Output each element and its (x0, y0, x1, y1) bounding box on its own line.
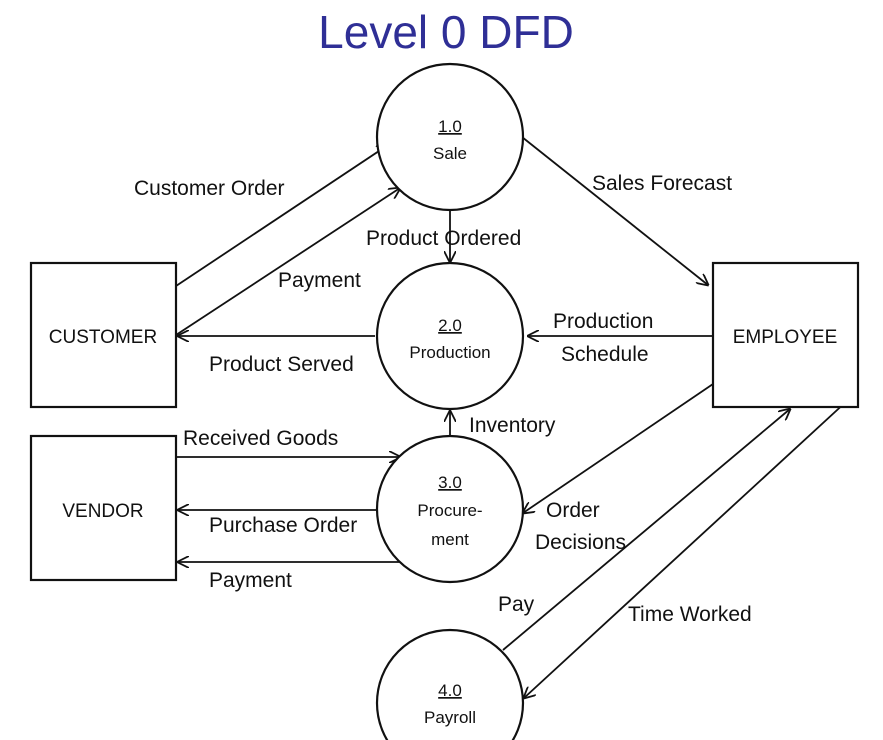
entity-employee-box (711, 261, 860, 409)
entity-vendor: VENDOR (29, 434, 178, 582)
flow-label-production-schedule-line1: Production (553, 310, 653, 333)
entity-customer-box (29, 261, 178, 409)
diagram-title: Level 0 DFD (318, 6, 574, 58)
process-sale-circle (375, 62, 525, 212)
process-production-name: Production (409, 343, 490, 362)
process-sale-number: 1.0 (438, 117, 462, 136)
flow-label-sales-forecast: Sales Forecast (592, 172, 732, 195)
entity-customer-label: CUSTOMER (49, 327, 157, 348)
flow-label-received-goods: Received Goods (183, 427, 338, 450)
flow-label-purchase-order: Purchase Order (209, 514, 357, 537)
flow-label-order-decisions-line1: Order (546, 499, 600, 522)
entity-customer: CUSTOMER (29, 261, 178, 409)
process-sale-name: Sale (433, 144, 467, 163)
entity-vendor-box (29, 434, 178, 582)
flow-label-inventory: Inventory (469, 414, 556, 437)
process-sale: 1.0 Sale (375, 62, 525, 212)
flow-label-production-schedule-line2: Schedule (561, 343, 649, 366)
flow-payment-customer-line (175, 188, 400, 336)
flow-time-worked-line (524, 399, 849, 698)
process-production-circle (375, 261, 525, 411)
flow-label-order-decisions-line2: Decisions (535, 531, 626, 554)
process-production-number: 2.0 (438, 316, 462, 335)
flow-customer-order-line (175, 145, 388, 287)
process-payroll: 4.0 Payroll (375, 628, 525, 740)
flow-label-product-served: Product Served (209, 353, 354, 376)
process-procurement-circle (375, 434, 525, 584)
entity-vendor-label: VENDOR (62, 501, 143, 522)
entity-employee-label: EMPLOYEE (733, 327, 838, 348)
flow-label-time-worked: Time Worked (628, 603, 752, 626)
flow-label-payment-customer: Payment (278, 269, 361, 292)
process-procurement: 3.0 Procure- ment (375, 434, 525, 584)
flow-label-customer-order: Customer Order (134, 177, 285, 200)
process-production: 2.0 Production (375, 261, 525, 411)
process-payroll-number: 4.0 (438, 681, 462, 700)
flow-label-product-ordered: Product Ordered (366, 227, 521, 250)
process-procurement-number: 3.0 (438, 473, 462, 492)
flow-label-payment-vendor: Payment (209, 569, 292, 592)
process-procurement-name-line2: ment (431, 530, 469, 549)
process-payroll-circle (375, 628, 525, 740)
process-payroll-name: Payroll (424, 708, 476, 727)
flow-order-decisions-line (523, 383, 714, 513)
process-procurement-name-line1: Procure- (417, 501, 482, 520)
flow-sales-forecast-line (521, 136, 708, 285)
flow-label-pay: Pay (498, 593, 535, 616)
entity-employee: EMPLOYEE (711, 261, 860, 409)
flow-pay-line (502, 409, 790, 651)
